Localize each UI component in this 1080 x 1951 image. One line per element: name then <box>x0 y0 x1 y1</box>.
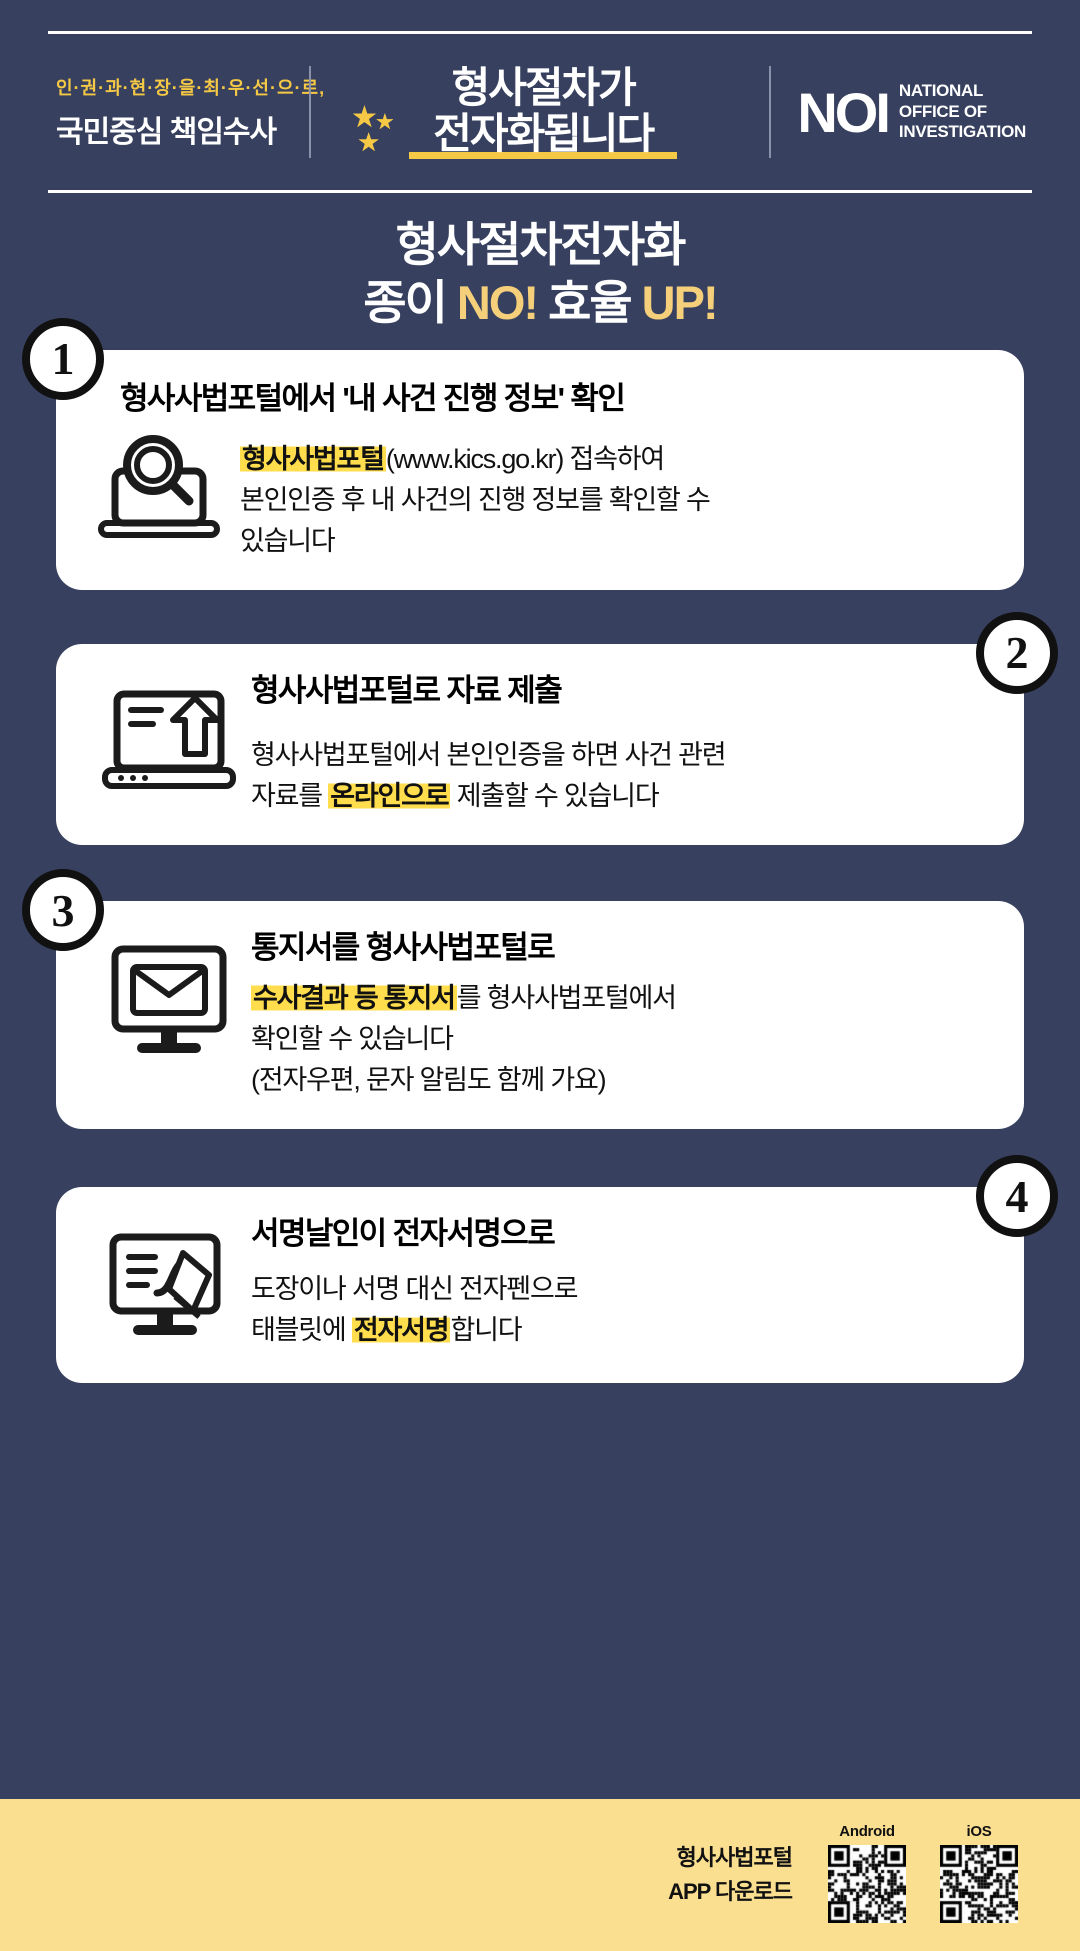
line-highlight: 온라인으로 <box>328 781 451 812</box>
monitor-signature-pen-glyph <box>109 1233 220 1336</box>
step-number-badge-1: 1 <box>22 317 104 400</box>
noi-name-line1: NATIONAL <box>898 80 984 100</box>
qr-image-ios[interactable] <box>940 1844 1018 1923</box>
step-line: 있습니다 <box>240 521 994 562</box>
noi-logo-mark: NOI <box>797 80 891 144</box>
step-body-2: 형사사법포털로 자료 제출 형사사법포털에서 본인인증을 하면 사건 관련 자료… <box>251 670 994 817</box>
main-title-no: NO! <box>456 276 539 330</box>
line-pre: 도장이나 서명 대신 전자펜으로 <box>251 1273 578 1304</box>
step-title-4: 서명날인이 전자서명으로 <box>251 1216 556 1252</box>
star-icon: ★ <box>357 127 381 158</box>
header-divider-left <box>309 66 311 158</box>
main-title-middle: 효율 <box>537 276 642 330</box>
noi-name-line2: OFFICE OF <box>898 101 987 121</box>
step-line: 수사결과 등 통지서를 형사사법포털에서 <box>251 978 994 1019</box>
line-post: 제출할 수 있습니다 <box>450 781 660 812</box>
qr-code-android[interactable]: Android <box>828 1823 906 1928</box>
line-highlight: 형사사법포털 <box>240 443 386 474</box>
step-card-2: 2 형사사법포털로 자료 제출 형사사법포털에서 본인인증을 하면 사건 관련 … <box>56 611 1058 846</box>
poster-footer: 형사사법포털 APP 다운로드 Android iOS <box>0 1799 1080 1951</box>
line-pre: 태블릿에 <box>251 1314 352 1345</box>
main-title-prefix: 종이 <box>363 276 457 330</box>
header-title-line2: 전자화됩니다 <box>433 109 655 157</box>
line-pre: 있습니다 <box>240 525 336 556</box>
line-pre: 형사사법포털에서 본인인증을 하면 사건 관련 <box>251 740 727 771</box>
qr-code-ios[interactable]: iOS <box>940 1823 1018 1928</box>
agency-slogan: 인·권·과·현·장·을·최·우·선·으·로, 국민중심 책임수사 <box>48 74 326 151</box>
line-post: 합니다 <box>450 1314 522 1345</box>
laptop-upload-icon <box>86 670 251 796</box>
line-pre: 확인할 수 있습니다 <box>251 1024 454 1055</box>
qr-code-group: Android iOS <box>828 1823 1018 1928</box>
line-post: (www.kics.go.kr) 접속하여 <box>385 443 665 474</box>
poster-header: 인·권·과·현·장·을·최·우·선·으·로, 국민중심 책임수사 ★ ★ ★ 형… <box>48 31 1032 193</box>
laptop-magnifier-icon <box>86 431 236 547</box>
star-icon: ★ <box>351 101 378 135</box>
steps-card-list: 1 형사사법포털에서 '내 사건 진행 정보' 확인 형사사법포털(www.ki… <box>0 317 1080 1384</box>
step-number-badge-3: 3 <box>22 869 104 952</box>
app-download-label: 형사사법포털 APP 다운로드 <box>668 1841 793 1909</box>
slogan-top-text: 인·권·과·현·장·을·최·우·선·으·로, <box>56 77 326 98</box>
qr-caption-android: Android <box>839 1822 895 1840</box>
main-title-up: UP! <box>641 276 719 330</box>
main-title-line1: 형사절차전자화 <box>395 218 687 271</box>
step-line: 형사사법포털에서 본인인증을 하면 사건 관련 <box>251 735 994 776</box>
step-body-4: 서명날인이 전자서명으로 도장이나 서명 대신 전자펜으로 태블릿에 전자서명합… <box>251 1213 994 1350</box>
noi-name-line3: INVESTIGATION <box>898 122 1026 142</box>
monitor-envelope-glyph <box>111 945 226 1054</box>
step-line: 본인인증 후 내 사건의 진행 정보를 확인할 수 <box>240 480 994 521</box>
monitor-signature-pen-icon <box>86 1213 251 1347</box>
qr-caption-ios: iOS <box>966 1822 992 1840</box>
noi-logo-name: NATIONAL OFFICE OF INVESTIGATION <box>899 81 1026 143</box>
header-center-title: ★ ★ ★ 형사절차가 전자화됩니다 <box>317 65 759 159</box>
step-line: 자료를 온라인으로 제출할 수 있습니다 <box>251 776 994 817</box>
line-pre: (전자우편, 문자 알림도 함께 가요) <box>251 1065 607 1096</box>
step-line: 태블릿에 전자서명합니다 <box>251 1310 994 1351</box>
poster-main-title: 형사절차전자화 종이 NO! 효율 UP! <box>0 217 1080 334</box>
laptop-magnifier-glyph <box>98 434 220 538</box>
app-label-line2: APP 다운로드 <box>668 1879 793 1904</box>
laptop-upload-glyph <box>101 690 236 789</box>
step-body-3: 통지서를 형사사법포털로 수사결과 등 통지서를 형사사법포털에서 확인할 수 … <box>251 927 994 1101</box>
title-underline <box>409 151 678 159</box>
star-icon: ★ <box>375 109 395 135</box>
step-title-2: 형사사법포털로 자료 제출 <box>251 672 563 708</box>
step-line: 확인할 수 있습니다 <box>251 1019 994 1060</box>
noi-logo: NOI NATIONAL OFFICE OF INVESTIGATION <box>797 80 1032 145</box>
qr-image-android[interactable] <box>828 1844 906 1923</box>
main-title-line2: 종이 NO! 효율 UP! <box>0 273 1080 333</box>
line-pre: 자료를 <box>251 781 329 812</box>
line-pre: 본인인증 후 내 사건의 진행 정보를 확인할 수 <box>240 484 711 515</box>
step-number-badge-4: 4 <box>976 1155 1058 1238</box>
step-line: 도장이나 서명 대신 전자펜으로 <box>251 1269 994 1310</box>
step-body-1: 형사사법포털(www.kics.go.kr) 접속하여 본인인증 후 내 사건의… <box>236 431 994 562</box>
step-title-1: 형사사법포털에서 '내 사건 진행 정보' 확인 <box>120 380 626 416</box>
step-line: (전자우편, 문자 알림도 함께 가요) <box>251 1060 994 1101</box>
header-divider-right <box>769 66 772 158</box>
step-card-3: 3 통지서를 형사사법포털로 수사결과 등 통지서를 형사사법포털에서 확인할 … <box>22 869 1024 1130</box>
line-post: 를 형사사법포털에서 <box>456 983 677 1014</box>
step-line: 형사사법포털(www.kics.go.kr) 접속하여 <box>240 439 994 480</box>
step-number-badge-2: 2 <box>976 611 1058 694</box>
step-card-1: 1 형사사법포털에서 '내 사건 진행 정보' 확인 형사사법포털(www.ki… <box>22 317 1024 590</box>
app-label-line1: 형사사법포털 <box>676 1844 793 1870</box>
line-highlight: 전자서명 <box>351 1314 451 1345</box>
slogan-main-text: 국민중심 책임수사 <box>56 115 277 149</box>
step-title-3: 통지서를 형사사법포털로 <box>251 930 556 966</box>
header-title-line1: 형사절차가 <box>451 64 637 112</box>
line-highlight: 수사결과 등 통지서 <box>251 983 457 1014</box>
step-card-4: 4 서명날인이 전자서명으로 도장이나 서명 대신 전자펜으로 태블릿에 전자서… <box>56 1155 1058 1384</box>
monitor-envelope-icon <box>86 927 251 1061</box>
